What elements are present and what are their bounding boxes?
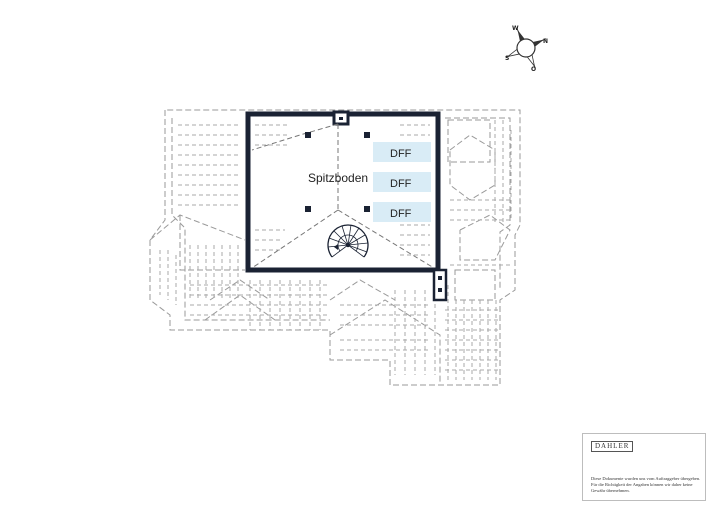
posts bbox=[305, 132, 370, 212]
skylight-1-label: DFF bbox=[390, 148, 412, 160]
skylight-2-label: DFF bbox=[390, 178, 412, 190]
roof-tiles bbox=[159, 120, 512, 380]
legend-box: DAHLER Diese Dokumente wurden uns vom Au… bbox=[582, 433, 706, 501]
skylight-2: DFF bbox=[373, 172, 431, 192]
roof-outline bbox=[149, 109, 521, 386]
ridge-lines bbox=[251, 123, 435, 269]
compass-west-label: W bbox=[512, 25, 519, 32]
compass-north-label: N bbox=[543, 38, 548, 45]
brand-logo: DAHLER bbox=[591, 441, 634, 452]
skylight-3-label: DFF bbox=[390, 208, 412, 220]
compass: W N S O bbox=[505, 25, 548, 73]
disclaimer-text: Diese Dokumente wurden uns vom Auftragge… bbox=[591, 476, 701, 493]
room-walls bbox=[245, 110, 448, 302]
room-label: Spitzboden bbox=[308, 171, 368, 185]
compass-east-label: O bbox=[531, 66, 536, 73]
compass-south-label: S bbox=[505, 55, 509, 62]
skylight-3: DFF bbox=[373, 202, 431, 222]
spiral-staircase bbox=[327, 224, 369, 258]
skylight-1: DFF bbox=[373, 142, 431, 162]
